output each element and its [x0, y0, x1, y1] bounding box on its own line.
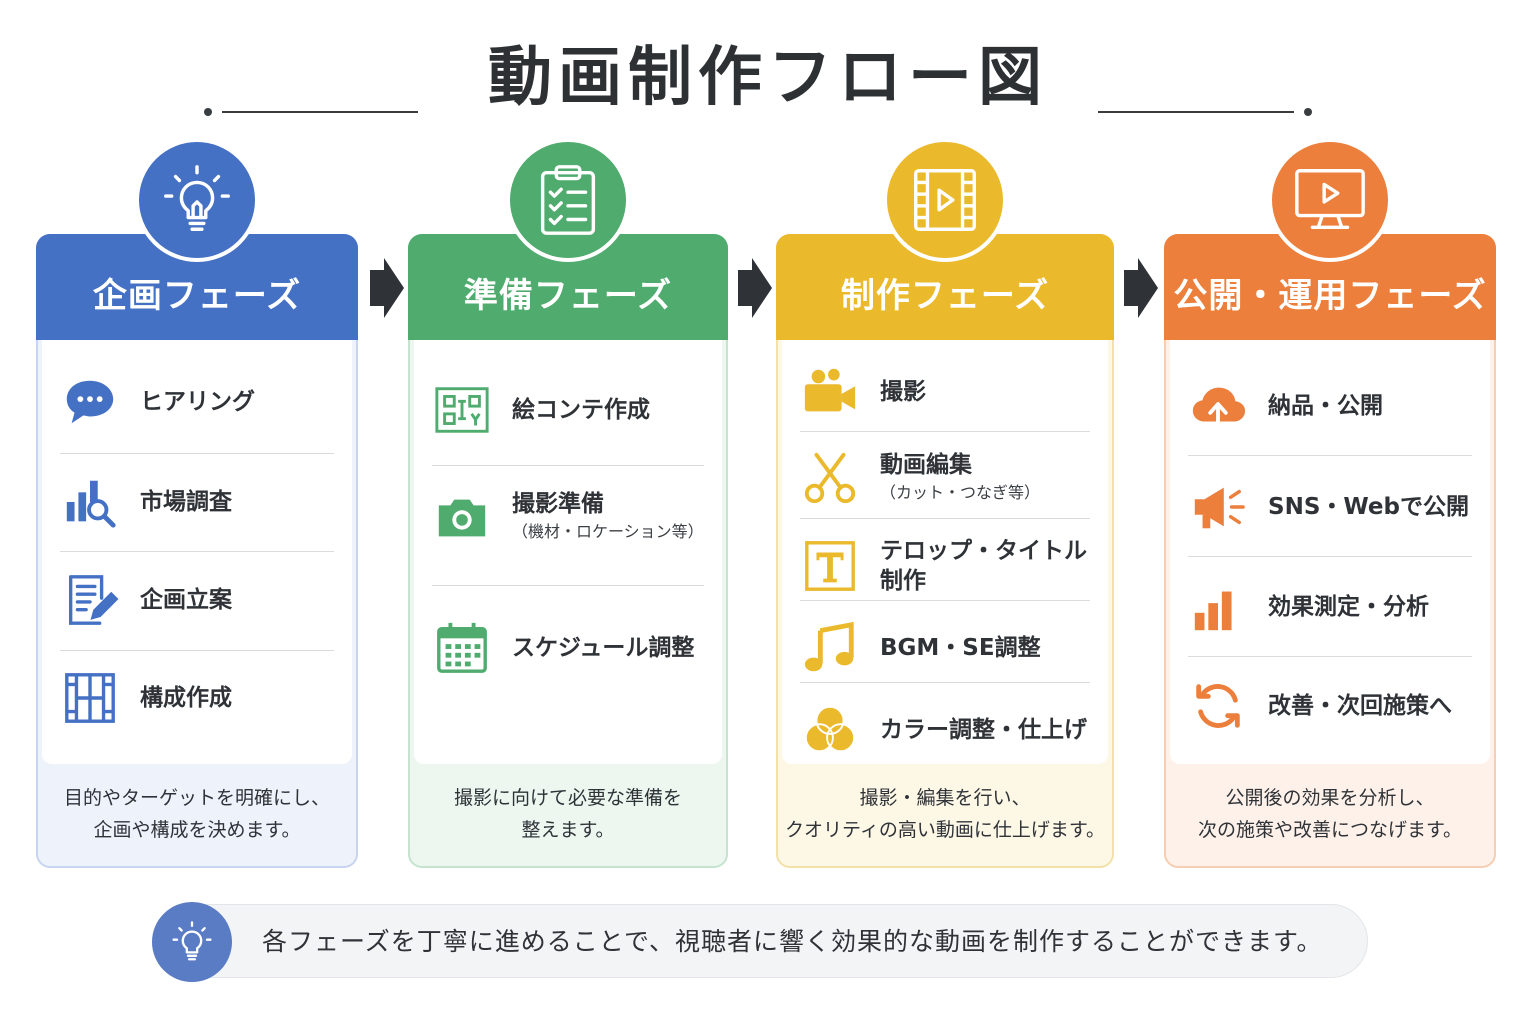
arrow-right-icon	[738, 258, 772, 318]
phase-header: 制作フェーズ	[776, 138, 1114, 340]
phase-title: 準備フェーズ	[463, 276, 673, 316]
item-label: 市場調査	[140, 489, 232, 515]
list-item: 企画立案	[58, 568, 336, 632]
title-line-left	[222, 111, 418, 113]
footer-note	[152, 904, 1368, 978]
refresh-icon	[1186, 674, 1250, 738]
item-label: ヒアリング	[140, 389, 255, 415]
camera-icon	[430, 485, 494, 549]
phase-item-list: 絵コンテ作成 撮影準備（機材・ロケーション等） スケジュール調整	[414, 340, 722, 764]
list-item: 構成作成	[58, 666, 336, 730]
phase-title: 公開・運用フェーズ	[1173, 276, 1487, 316]
divider	[60, 453, 334, 454]
text-t-icon	[798, 534, 862, 598]
phase-description: 撮影・編集を行い、 クオリティの高い動画に仕上げます。	[785, 787, 1105, 841]
item-label: BGM・SE調整	[880, 635, 1041, 661]
phase-item-list: 納品・公開 SNS・Webで公開 効果測定・分析 改善・次回施策へ	[1170, 340, 1490, 764]
film-grid-icon	[58, 666, 122, 730]
divider	[432, 465, 704, 466]
title-row: 動画制作フロー図	[0, 38, 1536, 118]
title-dot-left	[204, 108, 212, 116]
divider	[800, 600, 1090, 601]
list-item: 市場調査	[58, 470, 336, 534]
divider	[432, 585, 704, 586]
phase-card-planning: 企画フェーズ ヒアリング 市場調査 企画立案 構成作成	[36, 138, 358, 868]
divider	[60, 551, 334, 552]
divider	[800, 682, 1090, 683]
video-camera-icon	[798, 360, 862, 424]
divider	[60, 650, 334, 651]
item-label: 効果測定・分析	[1268, 594, 1429, 620]
item-label: 絵コンテ作成	[512, 397, 650, 423]
list-item: 効果測定・分析	[1186, 575, 1474, 639]
lightbulb-icon	[152, 902, 232, 982]
title-line-right	[1098, 111, 1294, 113]
divider	[1188, 455, 1472, 456]
phase-description: 撮影に向けて必要な準備を 整えます。	[453, 787, 682, 841]
item-label: 構成作成	[140, 685, 232, 711]
storyboard-icon	[430, 378, 494, 442]
divider	[800, 518, 1090, 519]
list-item: カラー調整・仕上げ	[798, 698, 1092, 762]
item-label: 動画編集（カット・つなぎ等）	[880, 452, 1041, 502]
divider	[1188, 556, 1472, 557]
item-label: 企画立案	[140, 587, 232, 613]
title-dot-right	[1304, 108, 1312, 116]
list-item: 撮影	[798, 360, 1092, 424]
list-item: テロップ・タイトル制作	[798, 534, 1092, 598]
arrow-right-icon	[1124, 258, 1158, 318]
phase-title: 企画フェーズ	[92, 276, 302, 316]
footer-text: 各フェーズを丁寧に進めることで、視聴者に響く効果的な動画を制作することができます…	[262, 927, 1323, 956]
phase-description: 公開後の効果を分析し、 次の施策や改善につなげます。	[1197, 787, 1463, 841]
phase-description: 目的やターゲットを明確にし、 企画や構成を決めます。	[63, 787, 330, 841]
clipboard-checklist-icon	[506, 138, 630, 262]
list-item: 動画編集（カット・つなぎ等）	[798, 446, 1092, 510]
item-label: 撮影準備（機材・ロケーション等）	[512, 491, 704, 541]
item-label: 改善・次回施策へ	[1268, 693, 1452, 719]
divider	[800, 431, 1090, 432]
scissors-icon	[798, 446, 862, 510]
item-label: テロップ・タイトル制作	[880, 538, 1087, 594]
list-item: 撮影準備（機材・ロケーション等）	[430, 485, 706, 549]
film-play-icon	[883, 138, 1007, 262]
speech-bubble-icon	[58, 370, 122, 434]
item-label: SNS・Webで公開	[1268, 494, 1469, 520]
phase-card-preparation: 準備フェーズ 絵コンテ作成 撮影準備（機材・ロケーション等） スケジュール調整 …	[408, 138, 728, 868]
phase-card-production: 制作フェーズ 撮影 動画編集（カット・つなぎ等） テロップ・タイトル制作	[776, 138, 1114, 868]
phase-header: 企画フェーズ	[36, 138, 358, 340]
list-item: スケジュール調整	[430, 616, 706, 680]
document-pen-icon	[58, 568, 122, 632]
phase-card-publishing: 公開・運用フェーズ 納品・公開 SNS・Webで公開 効果測定・分析	[1164, 138, 1496, 868]
phase-item-list: 撮影 動画編集（カット・つなぎ等） テロップ・タイトル制作 BGM・SE調整	[782, 340, 1108, 764]
item-label: 納品・公開	[1268, 393, 1383, 419]
divider	[1188, 656, 1472, 657]
arrow-right-icon	[370, 258, 404, 318]
phase-header: 準備フェーズ	[408, 138, 728, 340]
music-note-icon	[798, 616, 862, 680]
list-item: ヒアリング	[58, 370, 336, 434]
list-item: SNS・Webで公開	[1186, 475, 1474, 539]
megaphone-icon	[1186, 475, 1250, 539]
bar-chart-icon	[1186, 575, 1250, 639]
phase-header: 公開・運用フェーズ	[1164, 138, 1496, 340]
item-label: スケジュール調整	[512, 635, 695, 661]
list-item: 絵コンテ作成	[430, 378, 706, 442]
item-label: 撮影	[880, 379, 926, 405]
item-label: カラー調整・仕上げ	[880, 717, 1087, 743]
calendar-icon	[430, 616, 494, 680]
list-item: 改善・次回施策へ	[1186, 674, 1474, 738]
phase-title: 制作フェーズ	[840, 276, 1050, 316]
lightbulb-icon	[135, 138, 259, 262]
chart-search-icon	[58, 470, 122, 534]
color-circles-icon	[798, 698, 862, 762]
cloud-upload-icon	[1186, 374, 1250, 438]
list-item: 納品・公開	[1186, 374, 1474, 438]
phase-item-list: ヒアリング 市場調査 企画立案 構成作成	[42, 340, 352, 764]
monitor-play-icon	[1268, 138, 1392, 262]
list-item: BGM・SE調整	[798, 616, 1092, 680]
page-title: 動画制作フロー図	[488, 41, 1048, 115]
